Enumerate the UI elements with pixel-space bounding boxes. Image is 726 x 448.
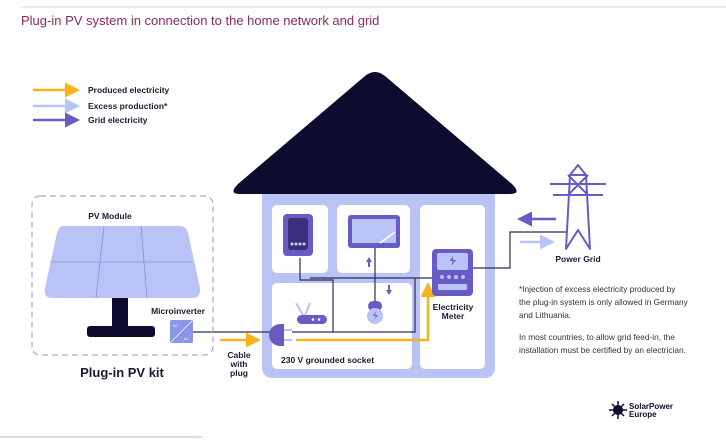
cable-label-1: Cable	[227, 350, 250, 360]
bulb-icon	[367, 285, 392, 324]
power-grid-label: Power Grid	[555, 254, 600, 264]
plug-icon	[269, 324, 292, 346]
legend: Produced electricity Excess production* …	[33, 82, 170, 128]
logo-text-1: SolarPower	[629, 402, 673, 411]
footnote: *Injection of excess electricity produce…	[519, 283, 689, 366]
pv-module-label: PV Module	[88, 211, 132, 221]
charger-icon	[283, 214, 313, 256]
page-title: Plug-in PV system in connection to the h…	[21, 13, 379, 28]
legend-produced: Produced electricity	[88, 85, 170, 95]
power-tower-icon	[550, 164, 606, 250]
produced-flow-line	[296, 282, 436, 342]
cable-label-3: plug	[230, 368, 248, 378]
pv-kit-label: Plug-in PV kit	[80, 365, 164, 380]
legend-excess: Excess production*	[88, 101, 168, 111]
electricity-meter-icon	[432, 249, 473, 296]
router-icon	[295, 302, 327, 324]
pv-module-icon	[44, 225, 201, 337]
microinverter-icon: DC AC	[170, 320, 193, 343]
microinverter-label: Microinverter	[151, 306, 206, 316]
legend-grid: Grid electricity	[88, 115, 148, 125]
footnote-certification: In most countries, to allow grid feed-in…	[519, 332, 686, 355]
footnote-injection: *Injection of excess electricity produce…	[519, 284, 688, 320]
down-arrow-icon	[386, 285, 392, 295]
ac-label: AC	[184, 337, 189, 341]
meter-label-1: Electricity	[433, 302, 474, 312]
solarpower-europe-logo: SolarPower Europe	[609, 401, 673, 419]
up-arrow-icon	[366, 257, 372, 267]
cable-label-2: with	[230, 359, 248, 369]
tv-icon	[348, 215, 400, 267]
pv-kit-box	[31, 195, 214, 356]
roof	[233, 72, 517, 194]
meter-label-2: Meter	[442, 311, 465, 321]
logo-text-2: Europe	[629, 410, 657, 419]
socket-label: 230 V grounded socket	[281, 355, 374, 365]
dc-label: DC	[173, 324, 179, 328]
